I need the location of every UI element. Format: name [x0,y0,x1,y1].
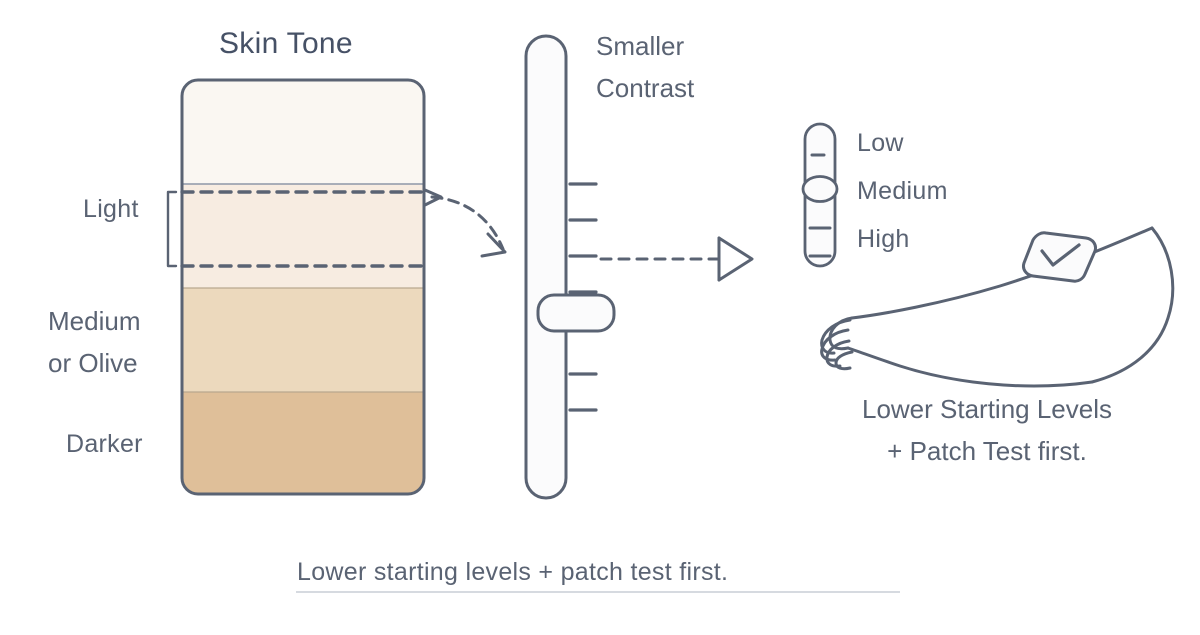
contrast-slider-group[interactable] [524,34,616,500]
contrast-caption-line2: Contrast [596,73,695,103]
contrast-slider-ticks [568,182,598,412]
skin-band-darker[interactable] [182,392,424,494]
level-label-low[interactable]: Low [857,129,904,157]
thumb [834,350,854,371]
forearm-illustration [820,226,1175,388]
level-label-medium[interactable]: Medium [857,177,948,205]
curved-link-arrow [423,188,507,258]
callout-line2: + Patch Test first. [887,436,1087,466]
label-medium-line2: or Olive [48,348,138,378]
contrast-slider-thumb[interactable] [536,293,616,333]
level-label-high[interactable]: High [857,225,910,253]
skin-band-light[interactable] [182,184,424,288]
check-icon [1040,243,1081,267]
arm-lower-edge [846,346,1094,388]
skin-panel-outline [180,78,426,496]
finger-3 [825,339,851,368]
light-range-bracket [166,190,178,268]
skin-tone-panel[interactable] [180,78,426,496]
label-light: Light [83,195,139,223]
arm-outer-curve [1090,226,1175,384]
contrast-slider-caption: Smaller Contrast [596,25,694,109]
contrast-slider-track[interactable] [524,34,568,500]
page-title: Skin Tone [219,27,353,60]
skin-band-medium[interactable] [182,288,424,392]
callout-line1: Lower Starting Levels [861,394,1113,424]
label-medium-or-olive: Medium or Olive [48,300,140,384]
arm-upper-edge [850,226,1154,320]
callout-note: Lower Starting Levels + Patch Test first… [782,388,1192,472]
level-slider-thumb[interactable] [801,175,839,203]
level-slider-group[interactable] [801,122,839,268]
finger-2 [820,328,850,362]
label-darker: Darker [66,430,143,458]
label-medium-line1: Medium [48,306,141,336]
flow-arrow [599,236,754,282]
level-slider-ticks [808,153,832,258]
contrast-caption-line1: Smaller [596,31,685,61]
patch-shape [1022,231,1097,283]
footer-note: Lower starting levels + patch test first… [297,558,729,586]
skin-band-very-light[interactable] [182,80,424,184]
